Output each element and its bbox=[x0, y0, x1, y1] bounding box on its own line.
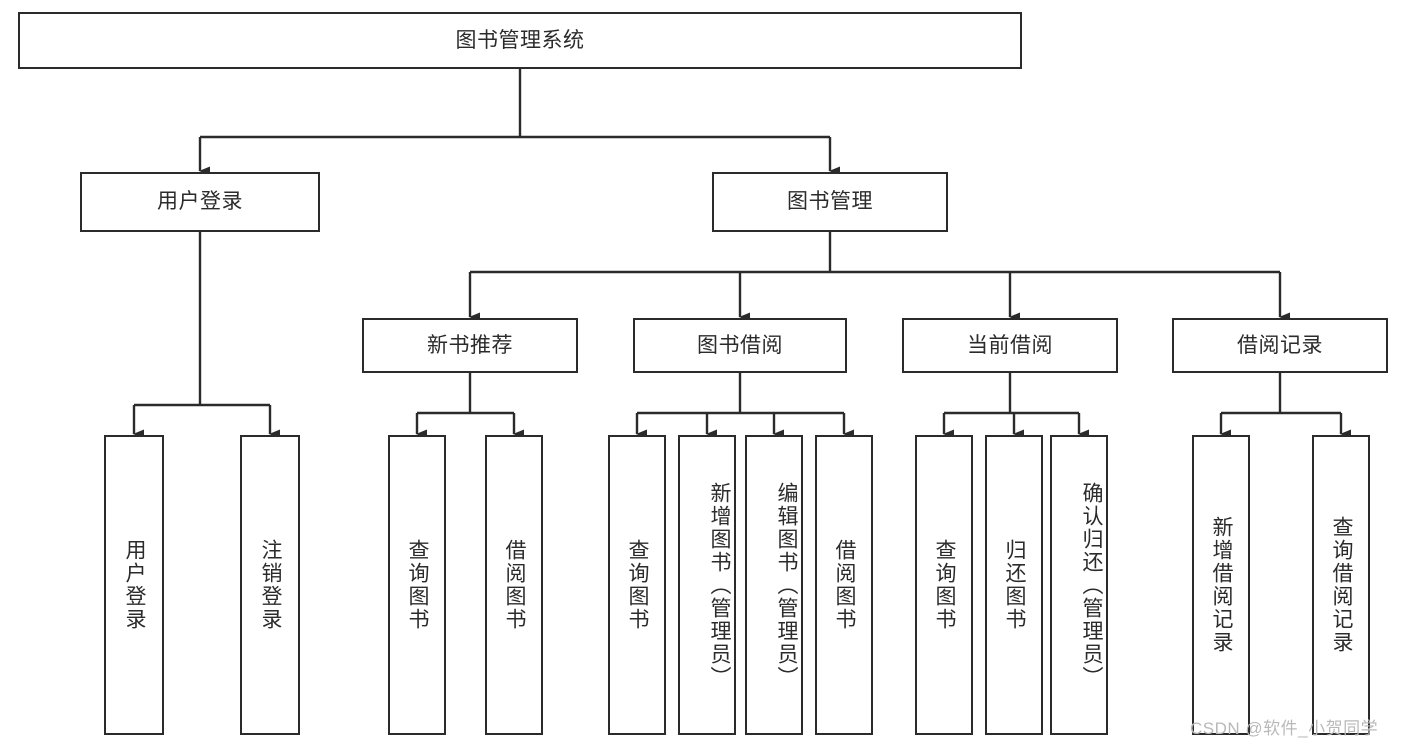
leaf-node-编辑图书管理员-6: 编辑图书（管理员） bbox=[745, 435, 803, 735]
leaf-node-确认归还管理员-10: 确认归还（管理员） bbox=[1050, 435, 1108, 735]
leaf-node-归还图书-9: 归还图书 bbox=[985, 435, 1043, 735]
leaf-node-新增图书管理员-5: 新增图书（管理员） bbox=[678, 435, 736, 735]
node-root-node-图书管理系统: 图书管理系统 bbox=[18, 12, 1022, 69]
leaf-node-注销登录-1: 注销登录 bbox=[240, 435, 300, 735]
leaf-node-查询借阅记录-12: 查询借阅记录 bbox=[1312, 435, 1370, 735]
leaf-node-新增借阅记录-11: 新增借阅记录 bbox=[1192, 435, 1250, 735]
node-l3-node-图书借阅: 图书借阅 bbox=[633, 318, 847, 373]
node-l2-node-用户登录: 用户登录 bbox=[80, 172, 320, 232]
node-l2-node-图书管理: 图书管理 bbox=[712, 172, 948, 232]
leaf-node-查询图书-2: 查询图书 bbox=[388, 435, 446, 735]
node-l3-node-当前借阅: 当前借阅 bbox=[902, 318, 1118, 373]
node-l3-node-新书推荐: 新书推荐 bbox=[362, 318, 578, 373]
leaf-node-查询图书-8: 查询图书 bbox=[915, 435, 973, 735]
leaf-node-查询图书-4: 查询图书 bbox=[608, 435, 666, 735]
leaf-node-用户登录-0: 用户登录 bbox=[104, 435, 164, 735]
csdn-watermark: CSDN @软件_小贺同学 bbox=[1190, 719, 1379, 738]
leaf-node-借阅图书-7: 借阅图书 bbox=[815, 435, 873, 735]
node-l3-node-借阅记录: 借阅记录 bbox=[1172, 318, 1388, 373]
leaf-node-借阅图书-3: 借阅图书 bbox=[485, 435, 543, 735]
